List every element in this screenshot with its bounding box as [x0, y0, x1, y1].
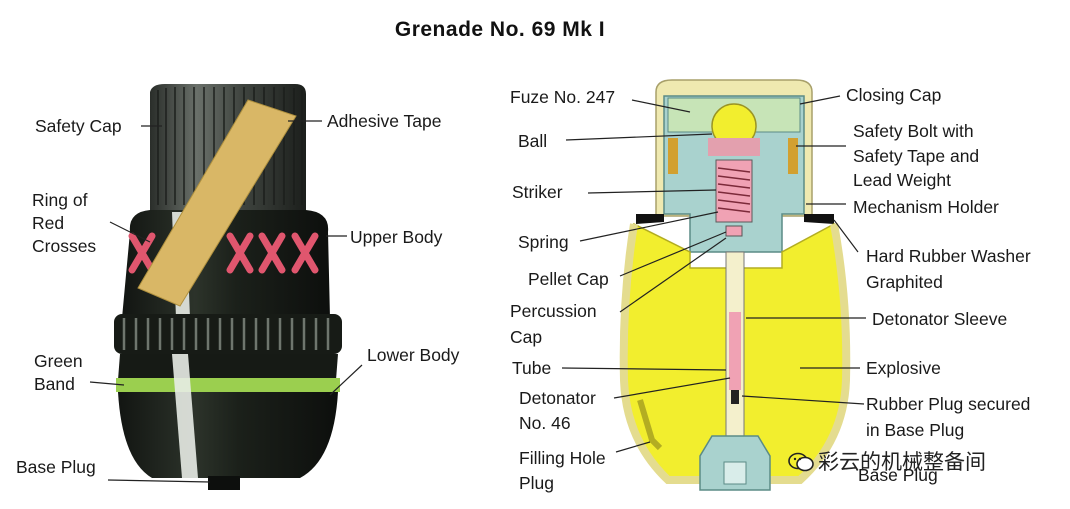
label-detonator: Detonator No. 46 — [519, 388, 596, 433]
label-ball: Ball — [518, 131, 548, 151]
red-crosses-ring — [128, 232, 319, 274]
label-mechanism-holder: Mechanism Holder — [853, 197, 999, 217]
label-safety-bolt: Safety Bolt with Safety Tape and Lead We… — [853, 121, 980, 190]
label-ring-of-red-crosses: Ring of Red Crosses — [32, 190, 97, 256]
grenade-exterior — [114, 84, 342, 490]
left-leader-lines — [89, 120, 363, 483]
label-fuze: Fuze No. 247 — [510, 87, 616, 107]
label-upper-body: Upper Body — [350, 227, 443, 247]
lower-body-shape — [118, 392, 338, 478]
label-adhesive-tape: Adhesive Tape — [327, 111, 442, 131]
detonator-shape — [729, 312, 741, 390]
figure-title: Grenade No. 69 Mk I — [394, 18, 606, 41]
watermark: 彩云的机械整备间 — [788, 446, 986, 476]
label-safety-cap: Safety Cap — [35, 116, 122, 136]
label-closing-cap: Closing Cap — [846, 85, 942, 105]
wechat-icon — [788, 452, 814, 472]
label-explosive: Explosive — [866, 358, 941, 378]
label-tube: Tube — [512, 358, 552, 378]
green-band-shape — [116, 378, 340, 392]
label-hard-rubber-washer: Hard Rubber Washer Graphited — [866, 246, 1031, 292]
label-striker: Striker — [512, 182, 563, 202]
label-green-band: Green Band — [34, 351, 83, 394]
label-pellet-cap: Pellet Cap — [528, 269, 609, 289]
label-percussion-cap: Percussion Cap — [510, 301, 597, 347]
label-base-plug-right: Base Plug — [858, 465, 938, 485]
label-detonator-sleeve: Detonator Sleeve — [872, 309, 1008, 329]
label-base-plug-left: Base Plug — [16, 457, 96, 477]
label-lower-body: Lower Body — [367, 345, 460, 365]
watermark-text: 彩云的机械整备间 — [818, 450, 986, 474]
grenade-cross-section — [619, 79, 851, 491]
base-plug-shape — [208, 476, 240, 490]
right-leader-lines — [561, 95, 866, 453]
adhesive-tape-shape — [137, 99, 297, 307]
label-spring: Spring — [518, 232, 569, 252]
label-filling-hole-plug: Filling Hole Plug — [519, 448, 606, 493]
label-rubber-plug: Rubber Plug secured in Base Plug — [866, 394, 1031, 440]
ball-seat — [708, 138, 760, 156]
